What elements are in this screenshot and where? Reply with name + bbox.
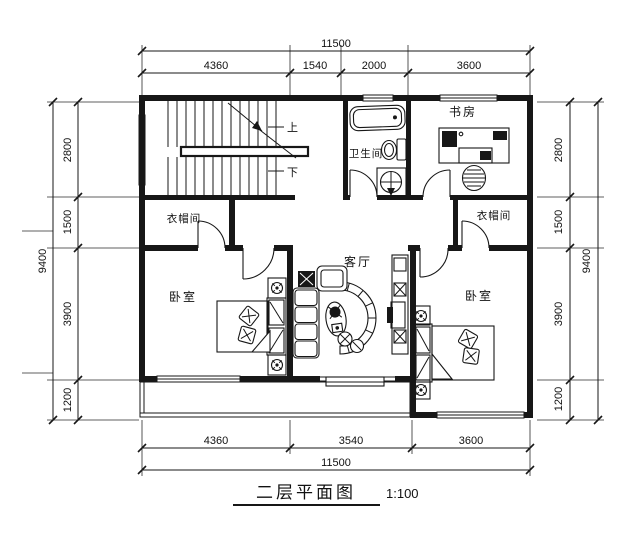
bedroom-right-label: 卧室 bbox=[465, 288, 493, 303]
bedroom-left-door bbox=[242, 247, 275, 280]
title-block: 二层平面图 1:100 bbox=[233, 483, 419, 506]
blanket-fold bbox=[250, 329, 271, 353]
bathroom-door bbox=[349, 169, 378, 198]
nightstand bbox=[267, 277, 287, 299]
stool bbox=[337, 331, 353, 347]
dim-left-seg-2: 1500 bbox=[62, 210, 74, 234]
pillow bbox=[237, 304, 261, 328]
bathroom-label: 卫生间 bbox=[349, 147, 384, 160]
lamp bbox=[414, 383, 428, 397]
bathroom-window bbox=[362, 94, 394, 102]
living-room-label: 客厅 bbox=[344, 254, 372, 269]
room-labels: 书房 卫生间 衣帽间 衣帽间 客厅 卧室 卧室 bbox=[167, 104, 512, 304]
dim-right-seg-3: 3900 bbox=[553, 302, 565, 326]
dim-bottom-total: 11500 bbox=[321, 457, 351, 469]
stair-up-label: 上 bbox=[287, 121, 298, 134]
bedroom-left-window bbox=[156, 375, 241, 383]
cloakroom-right-label: 衣帽间 bbox=[477, 209, 512, 222]
staircase: 上 下 bbox=[167, 101, 310, 195]
dim-top-total: 11500 bbox=[321, 38, 351, 50]
bedroom-left-furniture bbox=[216, 277, 287, 376]
study-furniture bbox=[438, 127, 510, 192]
lamp bbox=[270, 358, 284, 372]
walls bbox=[139, 95, 533, 418]
dim-bottom-seg-1: 4360 bbox=[204, 435, 228, 447]
drawing-title: 二层平面图 bbox=[256, 483, 356, 502]
bed bbox=[216, 300, 269, 353]
dim-top-seg-4: 3600 bbox=[457, 60, 481, 72]
lamp bbox=[270, 281, 284, 295]
blanket-fold bbox=[431, 352, 454, 380]
bathtub bbox=[349, 104, 406, 132]
stair-down-label: 下 bbox=[287, 167, 298, 179]
stool bbox=[349, 338, 365, 354]
dimension-lines bbox=[52, 50, 599, 471]
dim-right-seg-2: 1500 bbox=[553, 210, 565, 234]
headboard bbox=[413, 323, 433, 383]
nightstand bbox=[411, 305, 431, 326]
windows bbox=[138, 94, 525, 419]
dim-left-seg-4: 1200 bbox=[62, 388, 74, 412]
dim-left-seg-3: 3900 bbox=[62, 302, 74, 326]
bedroom-left-label: 卧室 bbox=[169, 289, 197, 304]
dim-top-seg-2: 1540 bbox=[303, 60, 327, 72]
nightstand bbox=[411, 379, 431, 400]
dimension-texts: 11500 4360 1540 2000 3600 4360 3540 3600… bbox=[37, 38, 593, 469]
bedroom-right-furniture bbox=[411, 305, 495, 400]
dim-top-seg-3: 2000 bbox=[362, 60, 386, 72]
toilet bbox=[380, 138, 407, 161]
dim-right-total: 9400 bbox=[581, 249, 593, 273]
bedroom-right-window bbox=[436, 411, 525, 419]
stair-treads bbox=[167, 101, 277, 195]
bedroom-right-door bbox=[419, 247, 449, 278]
side-table bbox=[298, 271, 315, 287]
desk bbox=[438, 127, 510, 164]
living-room-furniture bbox=[292, 254, 409, 359]
pillow bbox=[461, 346, 481, 366]
dim-bottom-seg-2: 3540 bbox=[339, 435, 363, 447]
pillow bbox=[237, 325, 257, 345]
study-door bbox=[422, 169, 451, 198]
nightstand bbox=[267, 354, 287, 376]
stair-handrail bbox=[179, 145, 310, 158]
cloakroom-left-door bbox=[197, 220, 226, 249]
lamp bbox=[414, 309, 428, 323]
balcony bbox=[139, 381, 411, 418]
dim-right-seg-4: 1200 bbox=[553, 387, 565, 411]
bathroom-fixtures bbox=[349, 104, 407, 197]
dim-left-seg-1: 2800 bbox=[62, 138, 74, 162]
stair-window bbox=[138, 114, 146, 186]
dimension-ticks bbox=[48, 46, 603, 475]
doors bbox=[197, 169, 490, 280]
drawing-scale: 1:100 bbox=[386, 486, 419, 501]
cloakroom-left-label: 衣帽间 bbox=[167, 212, 202, 225]
dim-top-seg-1: 4360 bbox=[204, 60, 228, 72]
armchair bbox=[316, 265, 348, 292]
cloakroom-right-door bbox=[461, 220, 490, 249]
tv-cabinet bbox=[387, 254, 409, 355]
shower bbox=[376, 167, 407, 197]
office-chair bbox=[461, 164, 487, 192]
extension-lines bbox=[22, 45, 604, 476]
dim-bottom-seg-3: 3600 bbox=[459, 435, 483, 447]
study-window bbox=[439, 94, 498, 102]
dim-right-seg-1: 2800 bbox=[553, 138, 565, 162]
curved-sofa bbox=[292, 281, 377, 359]
study-label: 书房 bbox=[449, 104, 477, 119]
stair-break-line bbox=[227, 102, 297, 159]
pillow bbox=[457, 328, 479, 350]
dim-left-total: 9400 bbox=[37, 249, 49, 273]
